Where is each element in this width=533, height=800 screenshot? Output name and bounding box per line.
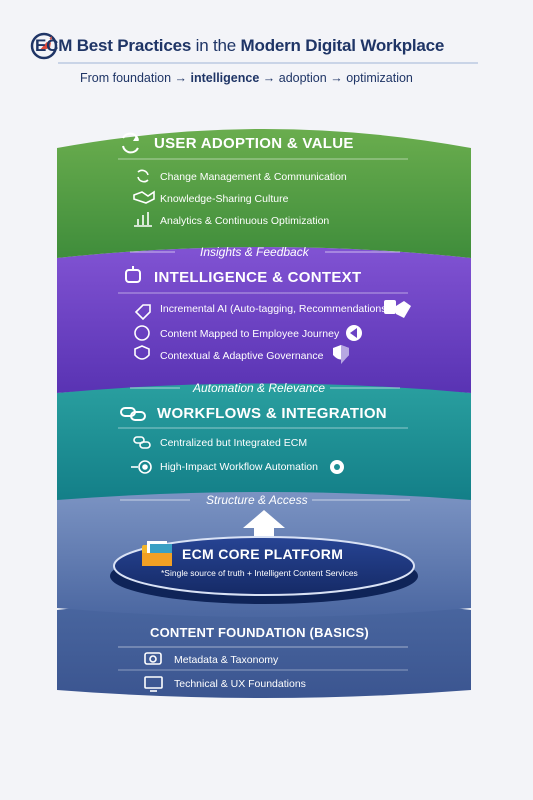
link-icon	[133, 436, 151, 449]
core-disc	[113, 536, 415, 596]
page-subtitle: From foundation → intelligence → adoptio…	[80, 71, 413, 85]
refresh-icon	[137, 169, 149, 183]
foundation-title: CONTENT FOUNDATION (BASICS)	[150, 625, 369, 640]
up-arrow-icon	[243, 510, 285, 545]
ai-head-title-icon	[125, 266, 141, 283]
intelligence-title: INTELLIGENCE & CONTEXT	[154, 269, 362, 286]
tag-icon	[134, 304, 151, 321]
target-icon	[131, 460, 152, 474]
adoption-item: Knowledge-Sharing Culture	[160, 193, 289, 205]
adoption-item: Analytics & Continuous Optimization	[160, 215, 330, 227]
link-title-icon	[120, 407, 146, 421]
connector-automation: Automation & Relevance	[193, 381, 326, 395]
gear-decor-icon	[330, 460, 344, 474]
foundation-band	[57, 597, 471, 698]
intelligence-item: Contextual & Adaptive Governance	[160, 350, 324, 362]
camera-icon	[144, 652, 162, 665]
workflows-item: Centralized but Integrated ECM	[160, 437, 308, 449]
page-title: ECM Best Practices in the Modern Digital…	[35, 36, 445, 55]
intelligence-band	[57, 247, 471, 393]
core-subtitle: *Single source of truth + Intelligent Co…	[161, 568, 358, 578]
shield-icon	[134, 345, 150, 360]
intelligence-item: Content Mapped to Employee Journey	[160, 328, 340, 340]
adoption-band	[57, 129, 471, 258]
connector-insights: Insights & Feedback	[200, 245, 309, 259]
refresh-title-icon	[122, 132, 139, 154]
adoption-title: USER ADOPTION & VALUE	[154, 135, 354, 152]
connector-structure: Structure & Access	[206, 493, 308, 507]
journey-icon	[134, 325, 150, 341]
monitor-icon	[144, 676, 163, 692]
rocket-logo-icon	[30, 32, 58, 60]
adoption-item: Change Management & Communication	[160, 171, 347, 183]
foundation-item: Technical & UX Foundations	[174, 678, 306, 690]
tag-decor-icon	[384, 300, 411, 318]
bar-chart-icon	[134, 212, 152, 227]
folder-icon	[142, 541, 172, 566]
shield-decor-icon	[333, 345, 349, 364]
workflows-item: High-Impact Workflow Automation	[160, 461, 318, 473]
workflows-title: WORKFLOWS & INTEGRATION	[157, 405, 387, 422]
handshake-icon	[133, 190, 155, 204]
core-title: ECM CORE PLATFORM	[182, 546, 344, 562]
workflows-band	[57, 381, 471, 500]
foundation-item: Metadata & Taxonomy	[174, 654, 279, 666]
intelligence-item: Incremental AI (Auto-tagging, Recommenda…	[160, 303, 390, 315]
journey-decor-icon	[346, 325, 362, 341]
